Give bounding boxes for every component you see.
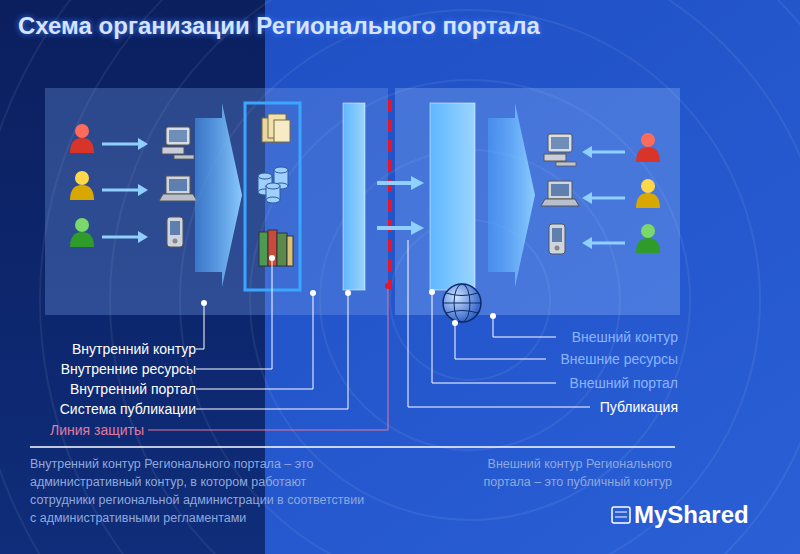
- resources-label: Внешние ресурсы: [560, 351, 678, 368]
- separator-line: [30, 446, 675, 448]
- portal-label: Внутренний портал: [70, 381, 196, 398]
- globe-icon: [443, 284, 481, 322]
- folders-icon: [262, 114, 290, 142]
- internal-contour-panel: [45, 88, 388, 315]
- leader-lines: [196, 240, 590, 409]
- database-icon: [258, 167, 288, 203]
- books-icon: [259, 230, 293, 266]
- contour-label: Внутренний контур: [72, 341, 196, 358]
- publication-arrows: [377, 176, 424, 235]
- external-portal-bar: [430, 103, 475, 290]
- flow-arrow-right: [488, 103, 535, 287]
- computer-icon: [544, 134, 576, 166]
- watermark: MyShared: [634, 500, 749, 529]
- leader-dots: [201, 255, 496, 326]
- laptop-icon: [159, 176, 197, 201]
- publication-label: Публикация: [600, 399, 678, 416]
- resources-label: Внутренние ресурсы: [61, 361, 196, 378]
- protection-line: [388, 100, 392, 290]
- diagram-title: Схема организации Регионального портала: [18, 12, 540, 40]
- description-text: Внутренний контур Регионального портала …: [30, 455, 370, 527]
- protection-dot: [385, 283, 391, 289]
- pda-icon: [167, 217, 183, 247]
- user-icons-left: [70, 124, 94, 247]
- user-icons-right: [636, 133, 660, 253]
- internal-portal-bar: [343, 103, 365, 290]
- publication-system-label: Система публикации: [60, 401, 196, 418]
- portal-label: Внешний портал: [570, 375, 678, 392]
- user-arrows-left: [102, 138, 148, 243]
- computer-icon: [162, 127, 194, 159]
- external-contour-panel: [395, 88, 680, 315]
- protection-label: Линия защиты: [50, 422, 144, 439]
- user-arrows-right: [582, 146, 625, 249]
- flow-arrow-left: [195, 103, 242, 287]
- pda-icon: [549, 224, 565, 254]
- description-text: Внешний контур Регионального портала – э…: [482, 455, 672, 491]
- laptop-icon: [541, 181, 579, 206]
- watermark-icon: [612, 507, 630, 523]
- contour-label: Внешний контур: [572, 329, 678, 346]
